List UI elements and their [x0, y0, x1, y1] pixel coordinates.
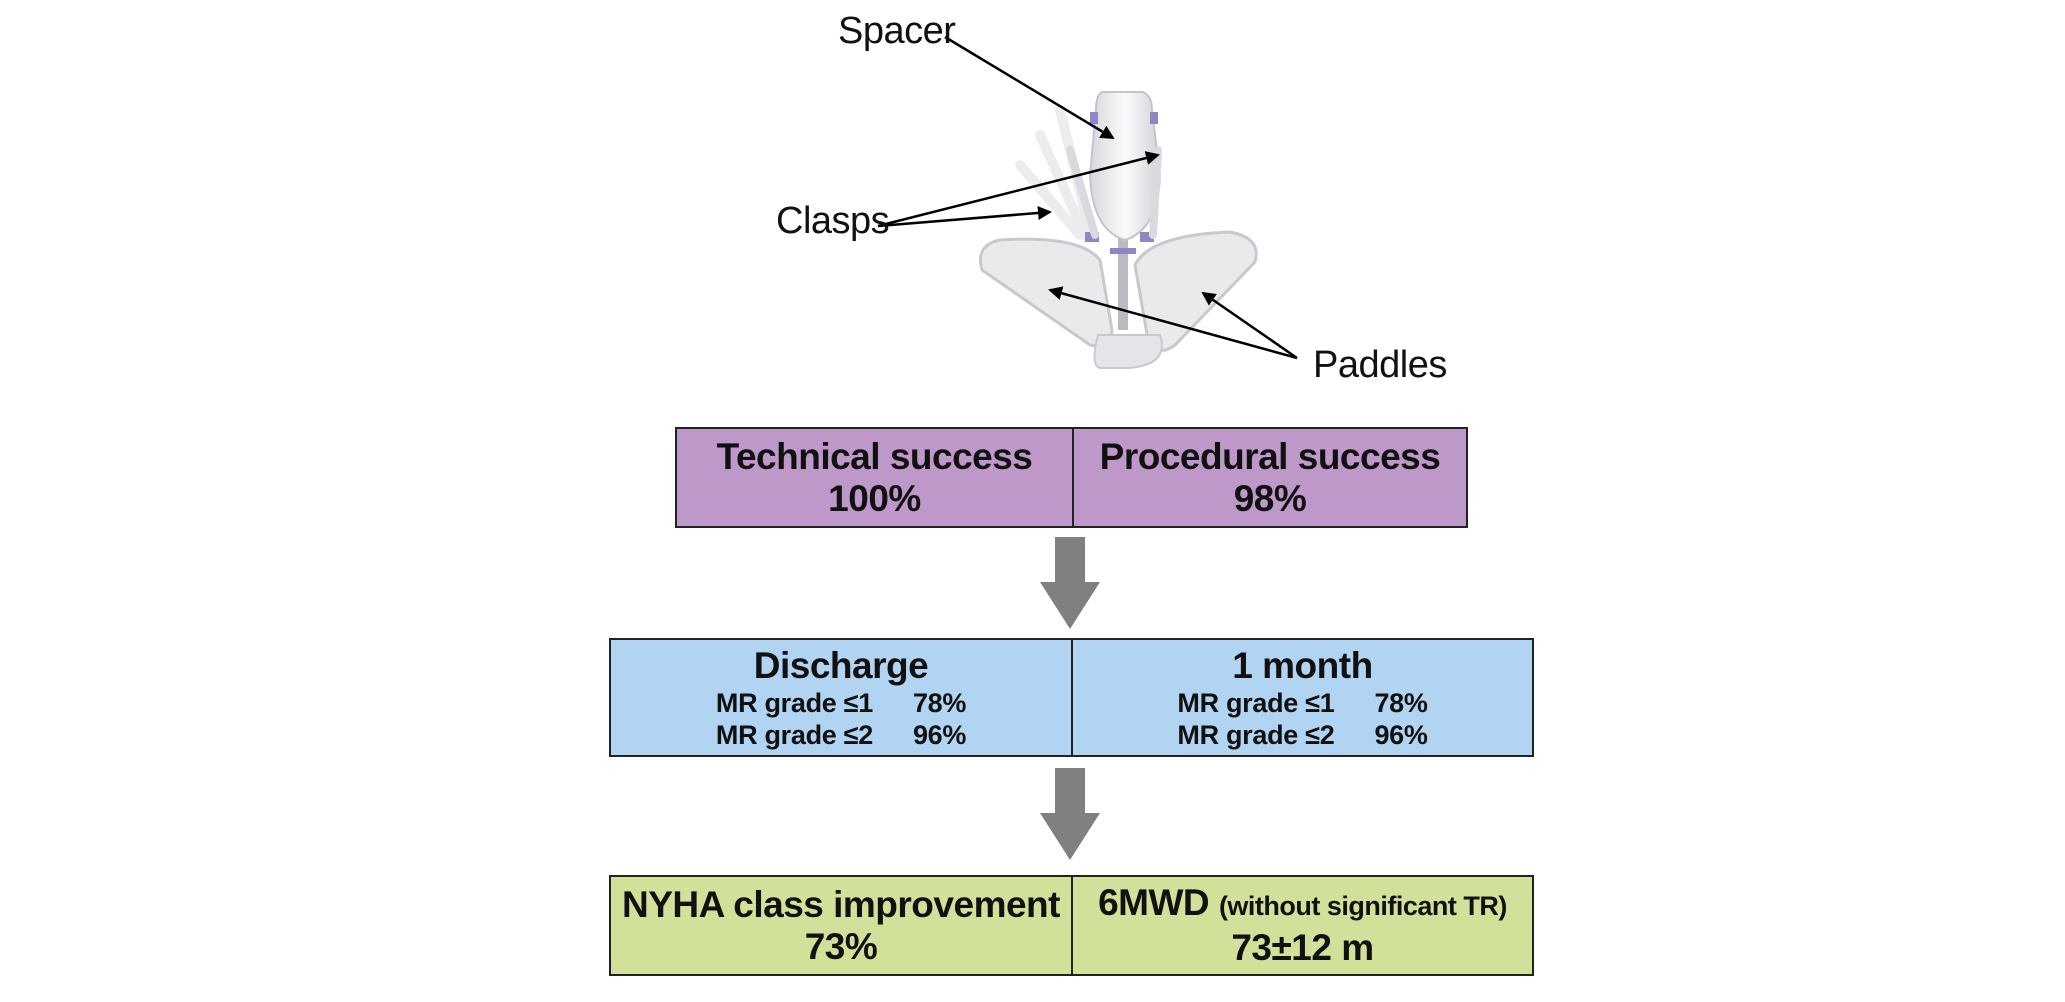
down-arrow-1	[1040, 537, 1100, 629]
discharge-mr-row-2: MR grade ≤2 96%	[715, 719, 967, 751]
procedural-success-cell: Procedural success 98%	[1072, 429, 1466, 526]
nyha-value: 73%	[804, 925, 878, 967]
mr-label: MR grade ≤1	[715, 687, 873, 718]
one-month-title: 1 month	[1232, 644, 1373, 686]
mr-row: Discharge MR grade ≤1 78% MR grade ≤2 96…	[609, 638, 1534, 757]
success-row: Technical success 100% Procedural succes…	[675, 427, 1468, 528]
one-month-cell: 1 month MR grade ≤1 78% MR grade ≤2 96%	[1071, 640, 1532, 755]
nyha-label: NYHA class improvement	[622, 883, 1060, 925]
discharge-cell: Discharge MR grade ≤1 78% MR grade ≤2 96…	[611, 640, 1071, 755]
right-paddle	[1133, 230, 1258, 352]
sixmwd-cell: 6MWD (without significant TR) 73±12 m	[1071, 877, 1532, 974]
callout-arrows	[877, 35, 1298, 360]
mr-value: 78%	[1374, 687, 1428, 718]
clasps-label: Clasps	[776, 200, 890, 242]
outcome-row: NYHA class improvement 73% 6MWD (without…	[609, 875, 1534, 976]
technical-success-value: 100%	[828, 477, 921, 519]
paddles-label: Paddles	[1313, 344, 1447, 386]
device-illustration	[877, 35, 1298, 369]
one-month-mr-row-2: MR grade ≤2 96%	[1177, 719, 1428, 751]
left-paddle	[979, 237, 1114, 348]
technical-success-cell: Technical success 100%	[677, 429, 1072, 526]
discharge-title: Discharge	[753, 644, 929, 686]
mr-label: MR grade ≤2	[715, 719, 873, 750]
nyha-cell: NYHA class improvement 73%	[611, 877, 1071, 974]
technical-success-label: Technical success	[716, 435, 1033, 477]
spacer-body	[1088, 91, 1162, 242]
sixmwd-label: 6MWD	[1098, 882, 1210, 923]
device-base	[1093, 334, 1163, 369]
procedural-success-value: 98%	[1233, 477, 1307, 519]
one-month-mr-row-1: MR grade ≤1 78%	[1177, 687, 1428, 719]
down-arrow-2	[1040, 768, 1100, 860]
mr-value: 78%	[912, 687, 967, 718]
mr-value: 96%	[912, 719, 967, 750]
sixmwd-value: 73±12 m	[1231, 927, 1374, 968]
sixmwd-note: (without significant TR)	[1218, 891, 1507, 921]
device-shaft	[1118, 235, 1128, 330]
sixmwd-heading: 6MWD (without significant TR)	[1098, 882, 1507, 927]
mr-label: MR grade ≤2	[1177, 719, 1335, 750]
discharge-mr-row-1: MR grade ≤1 78%	[715, 687, 967, 719]
mr-label: MR grade ≤1	[1177, 687, 1335, 718]
mr-value: 96%	[1374, 719, 1428, 750]
spacer-label: Spacer	[838, 10, 956, 52]
procedural-success-label: Procedural success	[1099, 435, 1441, 477]
